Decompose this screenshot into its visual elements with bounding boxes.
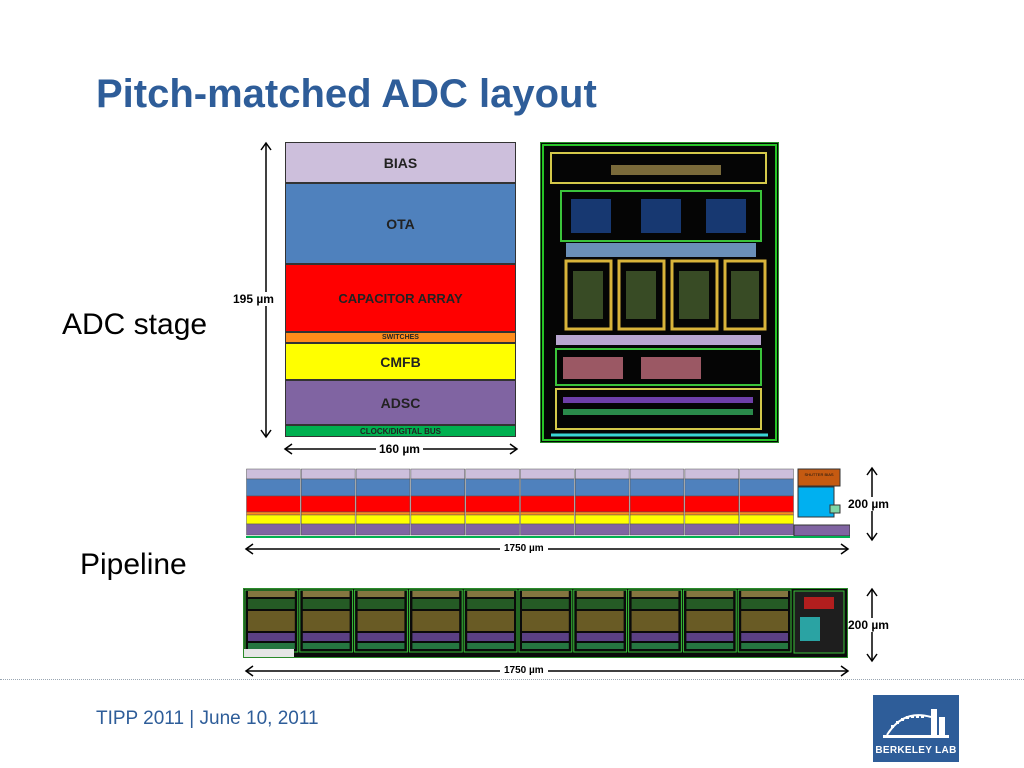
pipeline-bias-block-label: SHUTTER BIAS	[804, 472, 834, 477]
pipeline-stage-3	[355, 468, 411, 536]
pipeline-layout-image	[243, 588, 848, 658]
pipeline-block-diagram	[246, 467, 851, 538]
adc-stage-layout-image	[540, 142, 779, 443]
pipeline-layout-stage-7	[573, 589, 628, 653]
pipeline-layout-stage-9	[682, 589, 737, 653]
page-title: Pitch-matched ADC layout	[96, 72, 597, 116]
pipeline-stage-10	[739, 468, 794, 536]
pipeline-layout-stage-6	[518, 589, 573, 653]
block-cmfb-label: CMFB	[380, 353, 421, 370]
block-adsc: ADSC	[285, 380, 516, 425]
logo-text: BERKELEY LAB	[875, 745, 957, 756]
footer-divider	[0, 679, 1024, 680]
pipeline-layout-stage-5	[463, 589, 518, 653]
pipeline-layout-stage-10	[737, 589, 792, 653]
pipeline-stage-5	[465, 468, 520, 536]
pipeline-layout-stage-1	[244, 589, 299, 653]
pipeline-layout-stage-3	[354, 589, 408, 653]
pipeline-stage-4	[410, 468, 465, 536]
block-clock-digital-bus: CLOCK/DIGITAL BUS	[285, 425, 516, 437]
block-bias-label: BIAS	[383, 154, 418, 171]
pipeline-height-label: 200 µm	[848, 497, 889, 511]
pipeline-stage-1	[246, 468, 301, 536]
laboratory-icon	[883, 709, 949, 738]
pipeline-stage-7	[575, 468, 630, 536]
adc-stage-label: ADC stage	[62, 308, 208, 341]
width-dimension-label: 160 µm	[376, 442, 423, 456]
pipeline-width-label: 1750 µm	[500, 543, 548, 554]
pipeline-label: Pipeline	[80, 548, 187, 581]
block-bias: BIAS	[285, 142, 516, 183]
pipeline-stage-8	[629, 468, 685, 536]
block-adsc-label: ADSC	[380, 394, 421, 411]
block-ota-label: OTA	[386, 215, 415, 232]
pipeline-layout-stage-2	[299, 589, 354, 653]
pipeline-layout-stage-4	[408, 589, 463, 653]
footer-text: TIPP 2011 | June 10, 2011	[96, 708, 319, 729]
block-switches-label: SWITCHES	[382, 334, 419, 341]
pipeline-stage-2	[301, 468, 356, 536]
height-dimension-label: 195 µm	[233, 292, 274, 306]
pipeline-layout-stage-8	[628, 589, 682, 653]
block-cmfb: CMFB	[285, 343, 516, 380]
block-capacitor-array-label: CAPACITOR ARRAY	[338, 290, 463, 306]
pipeline-stage-9	[684, 468, 739, 536]
block-capacitor-array: CAPACITOR ARRAY	[285, 264, 516, 332]
height-dimension-arrow	[260, 141, 272, 439]
berkeley-lab-logo: BERKELEY LAB	[873, 695, 959, 762]
pipeline-layout-width-label: 1750 µm	[500, 665, 548, 676]
block-ota: OTA	[285, 183, 516, 264]
pipeline-layout-height-label: 200 µm	[848, 618, 889, 632]
pipeline-stage-6	[520, 468, 575, 536]
block-switches: SWITCHES	[285, 332, 516, 343]
block-clock-digital-bus-label: CLOCK/DIGITAL BUS	[359, 426, 442, 436]
